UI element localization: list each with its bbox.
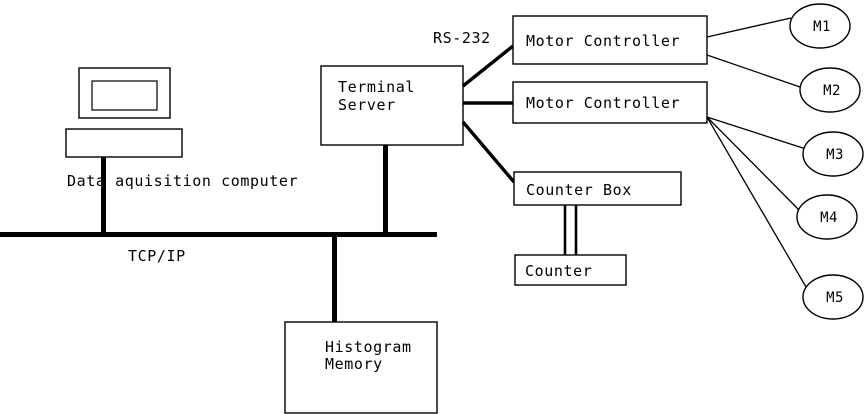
link-motor-controller-2-to-m4: [706, 116, 801, 212]
counter-node[interactable]: Counter: [514, 254, 627, 286]
tcpip-label: TCP/IP: [128, 247, 186, 265]
link-motor-controller-1-to-m2: [706, 54, 804, 89]
counter-box-box: [513, 171, 682, 206]
motor-controller-1-label: Motor Controller: [526, 32, 680, 50]
histogram-memory-box: [284, 321, 438, 414]
counter-box-node[interactable]: Counter Box: [513, 171, 682, 206]
motor-controller-2-label: Motor Controller: [526, 94, 680, 112]
motor-controller-1-box: [512, 15, 708, 65]
motor-m4[interactable]: M4: [796, 194, 858, 240]
link-terminal-server-to-counter-box: [461, 120, 516, 184]
histogram-memory-node[interactable]: Histogram Memory: [284, 321, 438, 414]
terminal-server-node[interactable]: Terminal Server: [320, 65, 464, 146]
motor-m1-ellipse: [789, 3, 851, 49]
motor-m5-label: M5: [826, 290, 844, 306]
motor-controller-2-box: [512, 81, 708, 124]
counter-label: Counter: [525, 262, 592, 280]
link-terminal-server-to-motor-controller-1: [461, 44, 515, 88]
motor-controller-2-node[interactable]: Motor Controller: [512, 81, 708, 124]
motor-m2[interactable]: M2: [799, 67, 861, 113]
monitor-screen: [91, 80, 158, 111]
histogram-memory-label-line1: Histogram: [325, 338, 412, 356]
motor-controller-1-node[interactable]: Motor Controller: [512, 15, 708, 65]
motor-m3[interactable]: M3: [802, 131, 864, 177]
link-motor-controller-1-to-m1: [706, 17, 792, 38]
motor-m5[interactable]: M5: [802, 274, 864, 320]
motor-m1-label: M1: [813, 19, 831, 35]
data-acquisition-computer[interactable]: [65, 67, 183, 158]
terminal-server-box: [320, 65, 464, 146]
counter-box-rect: [514, 254, 627, 286]
data-acquisition-computer-label: Data aquisition computer: [67, 172, 298, 190]
computer-base: [65, 128, 183, 158]
motor-m3-ellipse: [802, 131, 864, 177]
link-motor-controller-2-to-m5: [706, 116, 807, 288]
motor-m4-ellipse: [796, 194, 858, 240]
counter-box-label: Counter Box: [526, 181, 632, 199]
motor-m5-ellipse: [802, 274, 864, 320]
terminal-server-label-line1: Terminal: [338, 78, 415, 96]
motor-m2-ellipse: [799, 67, 861, 113]
terminal-server-label-line2: Server: [338, 96, 396, 114]
motor-m4-label: M4: [820, 210, 838, 226]
motor-m1[interactable]: M1: [789, 3, 851, 49]
rs232-label: RS-232: [433, 29, 491, 47]
motor-m2-label: M2: [823, 83, 841, 99]
link-motor-controller-2-to-m3: [706, 116, 807, 150]
motor-m3-label: M3: [826, 147, 844, 163]
histogram-memory-label-line2: Memory: [325, 355, 383, 373]
